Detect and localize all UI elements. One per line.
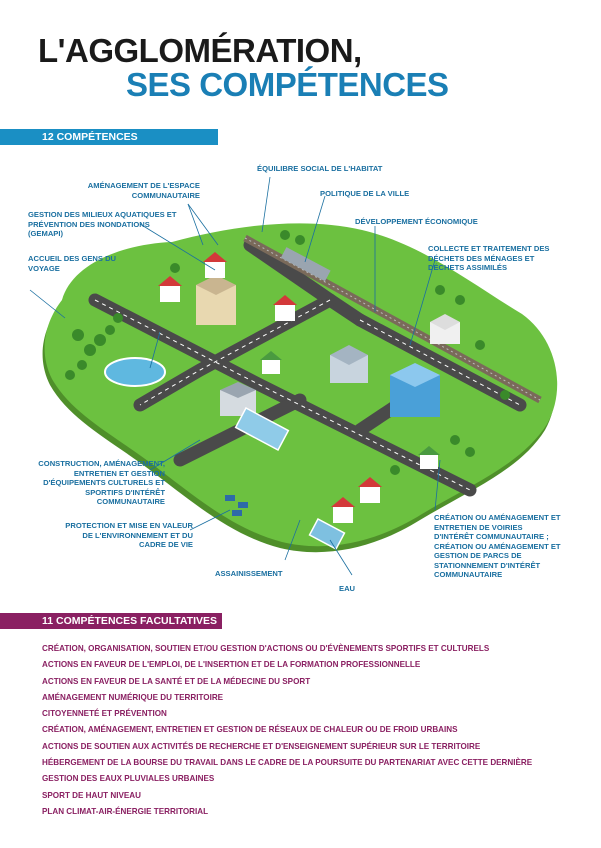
- list-item: AMÉNAGEMENT NUMÉRIQUE DU TERRITOIRE: [42, 692, 224, 702]
- page-title: L'AGGLOMÉRATION, SES COMPÉTENCES: [38, 34, 449, 102]
- sports-field: [234, 407, 290, 451]
- list-item: SPORT DE HAUT NIVEAU: [42, 790, 141, 800]
- title-line-2: SES COMPÉTENCES: [126, 66, 449, 103]
- title-line-1: L'AGGLOMÉRATION,: [38, 32, 362, 69]
- list-item: ACTIONS DE SOUTIEN AUX ACTIVITÉS DE RECH…: [42, 741, 481, 751]
- label-protection-environnement: PROTECTION ET MISE EN VALEUR DE L'ENVIRO…: [65, 521, 193, 549]
- leader-lines: [29, 176, 441, 576]
- label-politique-ville: POLITIQUE DE LA VILLE: [320, 189, 410, 198]
- road-markings: [94, 299, 521, 491]
- label-voiries: CRÉATION OU AMÉNAGEMENT ET ENTRETIEN DE …: [434, 513, 561, 579]
- list-item: CRÉATION, AMÉNAGEMENT, ENTRETIEN ET GEST…: [42, 725, 458, 735]
- list-item: ACTIONS EN FAVEUR DE LA SANTÉ ET DE LA M…: [42, 676, 311, 686]
- trees: [65, 230, 510, 475]
- label-collecte-dechets: COLLECTE ET TRAITEMENT DES DÉCHETS DES M…: [428, 244, 550, 272]
- label-eau: EAU: [339, 584, 356, 593]
- railway: [243, 234, 542, 404]
- solar-panels: [225, 495, 248, 516]
- label-equilibre-social: ÉQUILIBRE SOCIAL DE L'HABITAT: [257, 164, 383, 173]
- list-item: GESTION DES EAUX PLUVIALES URBAINES: [42, 774, 215, 784]
- list-item: HÉBERGEMENT DE LA BOURSE DU TRAVAIL DANS…: [42, 758, 533, 768]
- water-plant: [308, 517, 346, 551]
- facultatives-list: CRÉATION, ORGANISATION, SOUTIEN ET/OU GE…: [42, 641, 572, 820]
- label-gemapi: GESTION DES MILIEUX AQUATIQUES ET PRÉVEN…: [28, 210, 177, 238]
- label-assainissement: ASSAINISSEMENT: [215, 569, 283, 578]
- list-item: ACTIONS EN FAVEUR DE L'EMPLOI, DE L'INSE…: [42, 660, 421, 670]
- list-item: CRÉATION, ORGANISATION, SOUTIEN ET/OU GE…: [42, 644, 490, 653]
- label-amenagement-espace: AMÉNAGEMENT DE L'ESPACE COMMUNAUTAIRE: [87, 181, 200, 200]
- facultatives-heading: 11 COMPÉTENCES FACULTATIVES: [0, 613, 222, 629]
- list-item: CITOYENNETÉ ET PRÉVENTION: [42, 709, 167, 719]
- label-equipements-culturels: CONSTRUCTION, AMÉNAGEMENT, ENTRETIEN ET …: [38, 459, 165, 506]
- obligatoires-heading: 12 COMPÉTENCES OBLIGATOIRES: [0, 129, 218, 159]
- label-developpement-eco: DÉVELOPPEMENT ÉCONOMIQUE: [355, 217, 478, 226]
- city-illustration: [29, 176, 558, 576]
- lake: [104, 357, 166, 387]
- list-item: PLAN CLIMAT-AIR-ÉNERGIE TERRITORIAL: [42, 806, 209, 816]
- label-accueil-gens-voyage: ACCUEIL DES GENS DU VOYAGE: [28, 254, 117, 273]
